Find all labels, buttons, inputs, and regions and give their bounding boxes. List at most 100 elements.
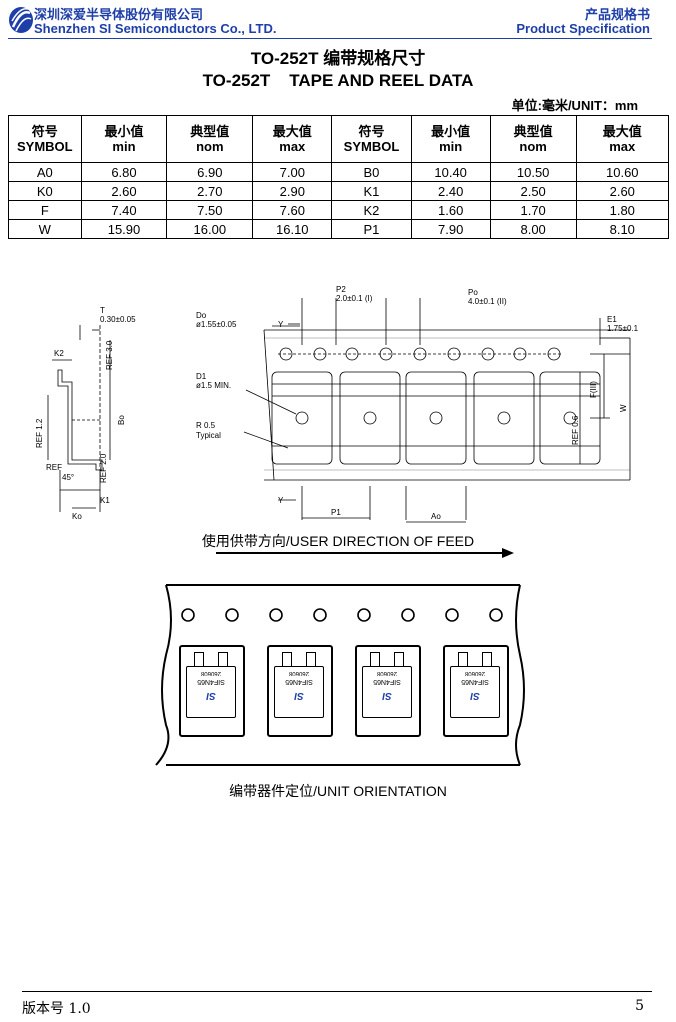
a0-label: Ao [431, 512, 441, 521]
table-cell: 1.80 [575, 200, 670, 220]
chip-unit: 260608 SIF4N65 SI [274, 652, 324, 718]
chip-logo: SI [206, 690, 216, 701]
header-cn: 符号 [358, 124, 385, 139]
header-en: SYMBOL [343, 139, 400, 154]
r-label: R 0.5 [196, 421, 216, 430]
chip-marking-1: SIF4N65 [461, 678, 489, 685]
ref-3-label: REF 3.0 [105, 340, 114, 370]
table-cell: 8.10 [575, 219, 670, 239]
k1-label: K1 [100, 496, 110, 505]
header-cn: 典型值 [513, 124, 553, 139]
table-cell: 10.60 [575, 162, 670, 182]
p2-label: P2 [336, 285, 346, 294]
header-en: max [609, 139, 636, 154]
d1-value: ø1.5 MIN. [196, 381, 231, 390]
d0-label: Do [196, 311, 207, 320]
ref-06-label: REF 0.6 [571, 415, 580, 445]
chip-marking-1: SIF4N65 [373, 678, 401, 685]
feed-arrow-icon [216, 548, 514, 558]
d0-value: ø1.55±0.05 [196, 320, 237, 329]
tape-dimension-drawing: T 0.30±0.05 K2 REF 3.0 Bo REF 1.2 REF 2.… [35, 285, 639, 523]
chip-unit: 260608 SIF4N65 SI [186, 652, 236, 718]
chip-marking-2: 260608 [376, 670, 398, 676]
header-cn: 最小值 [431, 124, 471, 139]
chip-logo: SI [294, 690, 304, 701]
footer-divider [22, 991, 652, 992]
table-cell: 7.60 [252, 200, 333, 220]
header-en: nom [519, 139, 547, 154]
company-logo [8, 5, 34, 35]
p2-value: 2.0±0.1 (I) [336, 294, 373, 303]
table-cell: F [8, 200, 82, 220]
company-name-cn: 深圳深爱半导体股份有限公司 [34, 7, 204, 22]
chip-marking-1: SIF4N65 [197, 678, 225, 685]
table-row: A0 6.80 6.90 7.00 B0 10.40 10.50 10.60 [8, 162, 670, 182]
table-cell: 1.60 [410, 200, 491, 220]
table-cell: 15.90 [80, 219, 168, 239]
unit-orientation-drawing [155, 584, 525, 766]
page-title-en: TO-252T TAPE AND REEL DATA [202, 71, 474, 90]
chip-marking-2: 260608 [464, 670, 486, 676]
header-en: max [279, 139, 306, 154]
table-cell: 16.10 [252, 219, 333, 239]
header-cn: 符号 [31, 124, 58, 139]
table-cell: 10.50 [489, 162, 577, 182]
p0-value: 4.0±0.1 (II) [468, 297, 507, 306]
unit-pocket [443, 645, 509, 737]
t-label: T [100, 306, 105, 315]
table-cell: 2.90 [252, 181, 333, 201]
e1-value: 1.75±0.1 [607, 324, 639, 333]
bo-label: Bo [117, 415, 126, 425]
table-row: K0 2.60 2.70 2.90 K1 2.40 2.50 2.60 [8, 181, 670, 201]
unit-pocket [179, 645, 245, 737]
header-cn: 最小值 [104, 124, 144, 139]
f-label: F(III) [589, 381, 598, 398]
ref-20-label: REF 2.0 [99, 453, 108, 483]
header-en: SYMBOL [16, 139, 73, 154]
table-cell: 2.60 [575, 181, 670, 201]
header-en: nom [196, 139, 224, 154]
table-cell: W [8, 219, 82, 239]
header-en: min [112, 139, 136, 154]
table-cell: 1.70 [489, 200, 577, 220]
table-cell: 10.40 [410, 162, 491, 182]
chip-unit: 260608 SIF4N65 SI [362, 652, 412, 718]
chip-marking-2: 260608 [288, 670, 310, 676]
table-cell: K1 [331, 181, 412, 201]
table-cell: 2.40 [410, 181, 491, 201]
unit-pocket [267, 645, 333, 737]
table-cell: K0 [8, 181, 82, 201]
table-cell: 6.80 [80, 162, 168, 182]
header-cn: 典型值 [190, 124, 230, 139]
table-cell: B0 [331, 162, 412, 182]
k0-label: Ko [72, 512, 82, 521]
w-label: W [619, 404, 628, 412]
chip-marking-2: 260608 [200, 670, 222, 676]
table-cell: 2.60 [80, 181, 168, 201]
doc-type-cn: 产品规格书 [584, 7, 650, 22]
table-cell: 8.00 [489, 219, 577, 239]
ref-12-label: REF 1.2 [35, 418, 44, 448]
angle-label: 45° [62, 473, 74, 482]
header-en: min [439, 139, 463, 154]
header-cn: 最大值 [272, 124, 312, 139]
ref-label: REF [46, 463, 62, 472]
table-cell: 6.90 [166, 162, 254, 182]
page-number: 5 [635, 998, 644, 1014]
table-cell: 7.00 [252, 162, 333, 182]
unit-orientation-label: 编带器件定位/UNIT ORIENTATION [229, 783, 447, 799]
k2-label: K2 [54, 349, 64, 358]
e1-label: E1 [607, 315, 617, 324]
table-cell: 2.70 [166, 181, 254, 201]
r-sub: Typical [196, 431, 221, 440]
chip-marking-1: SIF4N65 [285, 678, 313, 685]
chip-unit: 260608 SIF4N65 SI [450, 652, 500, 718]
table-cell: 2.50 [489, 181, 577, 201]
